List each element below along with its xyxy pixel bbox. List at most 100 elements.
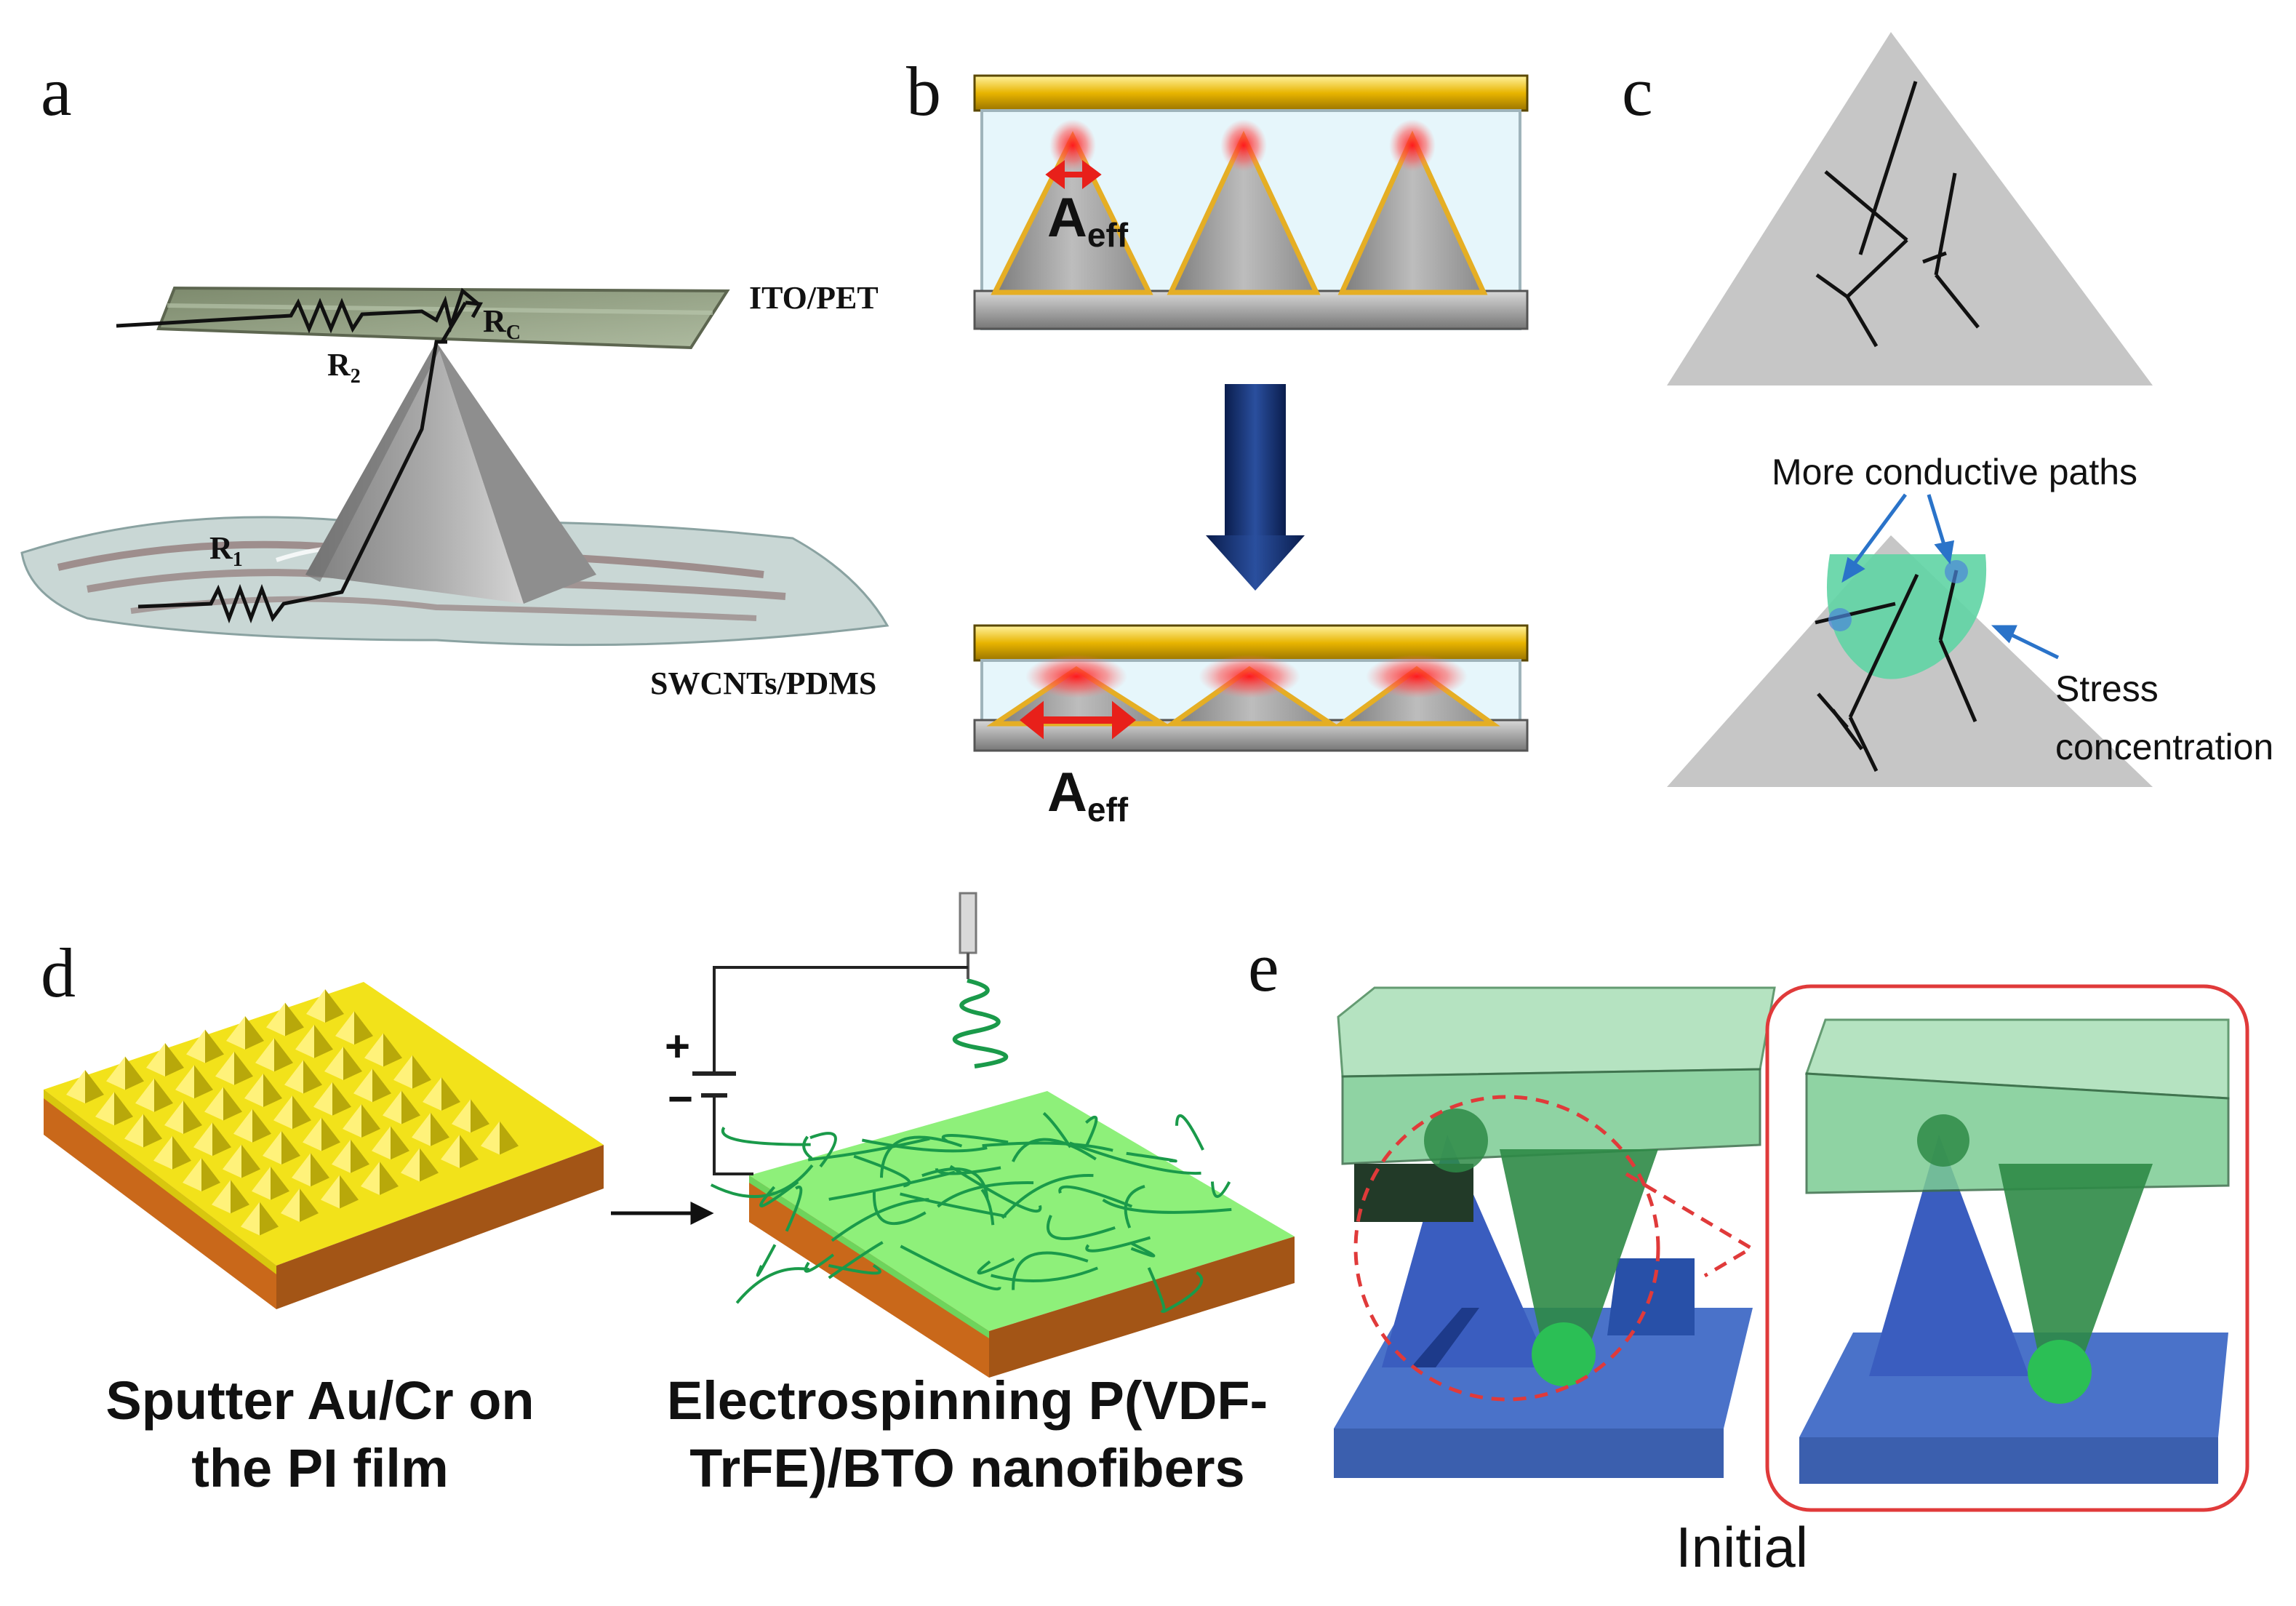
micro-pyramid	[273, 1095, 292, 1130]
nanofiber	[1124, 1185, 1145, 1229]
aeff-arrow-large	[1019, 700, 1137, 740]
panel-d-figure	[44, 892, 1295, 1378]
resistor-rc-label: RC	[483, 303, 521, 344]
panel-d-letter: d	[41, 934, 76, 1012]
nanofiber	[735, 1267, 809, 1304]
micro-pyramid	[106, 1056, 125, 1090]
micro-pyramid	[135, 1078, 154, 1112]
nanofiber	[710, 1164, 814, 1199]
micro-pyramid-shadow	[420, 1148, 439, 1182]
micro-pyramid	[186, 1029, 205, 1063]
micro-pyramid	[284, 1060, 303, 1094]
nanofiber	[1085, 1236, 1151, 1253]
sensor-assembly-compressed	[1334, 986, 1776, 1478]
micro-pyramid-shadow	[325, 989, 344, 1023]
initial-label: Initial	[1676, 1515, 1809, 1579]
nanofiber	[828, 1241, 884, 1279]
nanofiber	[828, 1170, 956, 1201]
stress-label-line2: concentration	[2055, 727, 2274, 767]
nanofiber	[935, 1166, 1001, 1175]
micro-pyramid-shadow	[260, 1202, 279, 1236]
micro-pyramid	[441, 1135, 460, 1169]
micro-pyramid	[423, 1077, 441, 1111]
pyramid-row-upper	[991, 130, 1488, 295]
micro-pyramid-shadow	[300, 1188, 319, 1223]
process-arrow	[611, 1201, 714, 1226]
micro-pyramid	[146, 1043, 165, 1077]
resistor-r1-label: R1	[209, 530, 243, 571]
nanofiber	[982, 1141, 1113, 1152]
nanofiber	[1102, 1198, 1232, 1214]
micro-pyramid-shadow	[143, 1114, 162, 1148]
micro-pyramid	[153, 1135, 172, 1170]
pyramid-array	[66, 989, 519, 1236]
ito-pet-plate	[156, 286, 730, 350]
micro-pyramid	[233, 1108, 252, 1143]
nanofiber	[785, 1186, 803, 1232]
micro-pyramid-shadow	[125, 1056, 144, 1090]
micro-pyramid-shadow	[412, 1055, 431, 1089]
micro-pyramid	[183, 1158, 201, 1192]
micro-pyramid-shadow	[205, 1029, 224, 1063]
micro-pyramid	[252, 1166, 271, 1200]
pyramid-cross-section-lower	[1667, 535, 2153, 787]
micro-pyramid	[215, 1051, 234, 1085]
micro-pyramid	[372, 1126, 391, 1160]
compression-arrow	[1206, 384, 1305, 591]
pyramid	[305, 342, 596, 604]
micro-pyramid-shadow	[321, 1117, 340, 1151]
panel-c-figure	[1667, 32, 2153, 787]
nanofiber	[1175, 1114, 1204, 1151]
micro-pyramid-shadow	[292, 1095, 311, 1130]
micro-pyramid	[226, 1016, 245, 1050]
micro-pyramid-shadow	[114, 1092, 133, 1126]
micro-pyramid-shadow	[380, 1162, 399, 1196]
nanofiber	[1069, 1141, 1201, 1175]
micro-pyramid-shadow	[361, 1104, 380, 1138]
micro-pyramid	[324, 1047, 343, 1081]
panel-b-figure	[973, 74, 1529, 752]
micro-pyramid-shadow	[441, 1077, 460, 1111]
panel-b-letter: b	[906, 52, 941, 130]
resistor-circuit	[116, 287, 484, 624]
micro-pyramid	[383, 1090, 401, 1124]
micro-pyramid-shadow	[285, 1002, 304, 1036]
micro-pyramid-shadow	[271, 1166, 289, 1200]
nanofiber	[721, 1127, 811, 1146]
nanofiber	[802, 1135, 813, 1160]
micro-pyramid	[481, 1121, 500, 1155]
nanofiber	[1210, 1181, 1231, 1198]
micro-pyramid-shadow	[332, 1082, 351, 1116]
nanofiber	[941, 1134, 1009, 1144]
au-cr-pyramid-film	[44, 982, 604, 1309]
nanofiber	[937, 1181, 1034, 1208]
nanofiber	[872, 1191, 927, 1226]
plus-sign: +	[665, 1022, 691, 1071]
micro-pyramid-shadow	[281, 1131, 300, 1165]
stress-region	[1826, 554, 1987, 679]
nanofiber	[756, 1244, 777, 1277]
micro-pyramid	[241, 1202, 260, 1236]
nanofiber	[1163, 1271, 1204, 1313]
micro-pyramid-shadow	[391, 1126, 409, 1160]
micro-pyramid	[353, 1068, 372, 1103]
micro-pyramid-shadow	[351, 1139, 369, 1173]
micro-pyramid	[401, 1148, 420, 1182]
micro-pyramid-shadow	[263, 1074, 282, 1108]
micro-pyramid	[321, 1175, 340, 1209]
stress-label-line1: Stress	[2055, 668, 2159, 709]
swcnt-pdms-label: SWCNTs/PDMS	[650, 666, 877, 701]
nanofiber	[1001, 1174, 1094, 1219]
micro-pyramid	[313, 1082, 332, 1116]
micro-pyramid-shadow	[241, 1144, 260, 1178]
nanofiber	[977, 1257, 1015, 1275]
micro-pyramid-shadow	[401, 1090, 420, 1124]
aeff-label-bottom: Aeff	[1047, 762, 1129, 828]
micro-pyramid-shadow	[460, 1135, 479, 1169]
micro-pyramid	[412, 1112, 431, 1146]
micro-pyramid	[266, 1002, 285, 1036]
micro-pyramid	[124, 1114, 143, 1148]
micro-pyramid	[343, 1104, 361, 1138]
micro-pyramid	[332, 1139, 351, 1173]
